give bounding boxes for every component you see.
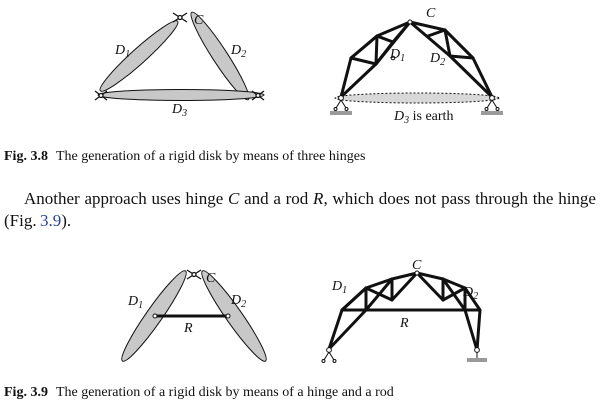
label-d2-right: D2 bbox=[462, 285, 478, 302]
hinge-c bbox=[172, 12, 188, 23]
caption-text: The generation of a rigid disk by means … bbox=[55, 385, 394, 400]
figure-3-9: C D1 D2 R bbox=[121, 258, 487, 363]
hinge-c bbox=[186, 269, 202, 280]
label-d1-right: D1 bbox=[331, 279, 347, 296]
support-left bbox=[330, 95, 352, 115]
caption-label: Fig. 3.8 bbox=[4, 149, 48, 164]
figure-caption-3-8: Fig. 3.8 The generation of a rigid disk b… bbox=[4, 148, 365, 166]
label-d3: D3 bbox=[171, 102, 187, 119]
body-paragraph: Another approach uses hinge C and a rod … bbox=[4, 189, 596, 230]
label-d2: D2 bbox=[230, 43, 246, 60]
disk-d2 bbox=[190, 11, 250, 101]
truss-arch bbox=[327, 271, 482, 352]
label-d1-right: D1 bbox=[389, 47, 405, 64]
fig39-left-diagram: C D1 D2 R bbox=[121, 269, 267, 362]
hinge-c-right bbox=[414, 270, 420, 276]
fig38-left-diagram: C D1 D2 D3 bbox=[94, 11, 265, 119]
caption-label: Fig. 3.9 bbox=[4, 385, 48, 400]
figure-3-8: C D1 D2 D3 bbox=[94, 6, 503, 126]
label-r-right: R bbox=[399, 316, 409, 331]
disk-d2 bbox=[201, 270, 267, 362]
fig39-right-diagram: C D1 D2 R bbox=[321, 258, 487, 363]
disk-d3 bbox=[97, 89, 265, 101]
caption-text: The generation of a rigid disk by means … bbox=[55, 149, 366, 164]
support-right bbox=[467, 347, 487, 362]
support-left bbox=[321, 347, 337, 363]
label-c-right: C bbox=[426, 6, 436, 21]
label-c: C bbox=[194, 13, 204, 28]
fig38-right-diagram: C D1 D2 D3 is earth bbox=[330, 6, 503, 126]
truss-d1 bbox=[339, 20, 412, 99]
label-r: R bbox=[183, 321, 193, 336]
label-d2: D2 bbox=[230, 293, 246, 310]
support-right bbox=[481, 95, 503, 115]
hinge-right bbox=[251, 90, 265, 101]
truss-d2 bbox=[408, 20, 494, 99]
hinge-node bbox=[390, 55, 396, 61]
label-d2-right: D2 bbox=[429, 51, 445, 68]
label-d1: D1 bbox=[127, 294, 143, 311]
label-c: C bbox=[206, 271, 216, 286]
hinge-c-right bbox=[407, 19, 413, 25]
hinge-left bbox=[94, 90, 108, 101]
figure-caption-3-9: Fig. 3.9 The generation of a rigid disk b… bbox=[4, 384, 394, 402]
label-d3-right: D3 is earth bbox=[393, 109, 453, 126]
label-c-right: C bbox=[412, 258, 422, 273]
earth-disk bbox=[334, 92, 500, 104]
figure-reference-link[interactable]: 3.9 bbox=[40, 211, 62, 230]
disk-d1 bbox=[99, 20, 179, 92]
label-d1: D1 bbox=[114, 43, 130, 60]
